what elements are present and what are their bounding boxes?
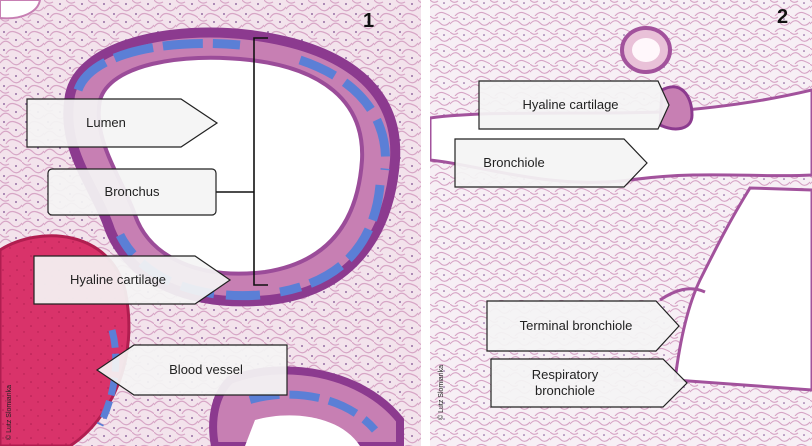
respiratory-bronchiole-label: Respiratory bronchiole: [490, 358, 688, 408]
hyaline-cartilage-label-2: Hyaline cartilage: [478, 80, 670, 130]
panel-divider: [421, 0, 430, 446]
panel-number-1: 1: [363, 10, 375, 32]
histology-panel-1: 1 Lumen Bronchus Hyaline cartilage Blood…: [0, 0, 421, 446]
respiratory-bronchiole-label-text: Respiratory bronchiole: [531, 367, 599, 398]
hyaline-cartilage-label-2-text: Hyaline cartilage: [522, 97, 619, 112]
box-tag-shape: [47, 168, 217, 216]
lumen-label: Lumen: [26, 98, 219, 148]
panel-number-2: 2: [777, 6, 789, 28]
lumen-label-text: Lumen: [86, 115, 126, 130]
bronchus-bracket: [216, 37, 268, 286]
right-arrow-tag-shape: [490, 358, 688, 408]
histology-panel-2: 2 Hyaline cartilage Bronchiole Terminal …: [430, 0, 812, 446]
bronchus-label-text: Bronchus: [104, 184, 160, 199]
blood-vessel-label-text: Blood vessel: [169, 362, 243, 377]
right-arrow-tag-shape: [33, 255, 232, 305]
hyaline-cartilage-label-1-text: Hyaline cartilage: [69, 272, 167, 287]
right-arrow-tag-shape: [454, 138, 648, 188]
terminal-bronchiole-label-text: Terminal bronchiole: [519, 318, 633, 333]
blood-vessel-label: Blood vessel: [95, 344, 288, 396]
terminal-bronchiole-label: Terminal bronchiole: [486, 300, 680, 352]
image-credit-2: © Lutz Slomianka: [438, 365, 445, 420]
bronchiole-label-text: Bronchiole: [483, 155, 545, 170]
right-arrow-tag-shape: [486, 300, 680, 352]
lung-tissue-micrograph-1: [0, 0, 421, 446]
bronchiole-label: Bronchiole: [454, 138, 648, 188]
image-credit-1: © Lutz Slomianka: [6, 385, 13, 440]
right-arrow-tag-shape: [478, 80, 670, 130]
right-arrow-tag-shape: [26, 98, 219, 148]
hyaline-cartilage-label-1: Hyaline cartilage: [33, 255, 232, 305]
left-arrow-tag-shape: [95, 344, 288, 396]
bronchus-label: Bronchus: [47, 168, 217, 216]
